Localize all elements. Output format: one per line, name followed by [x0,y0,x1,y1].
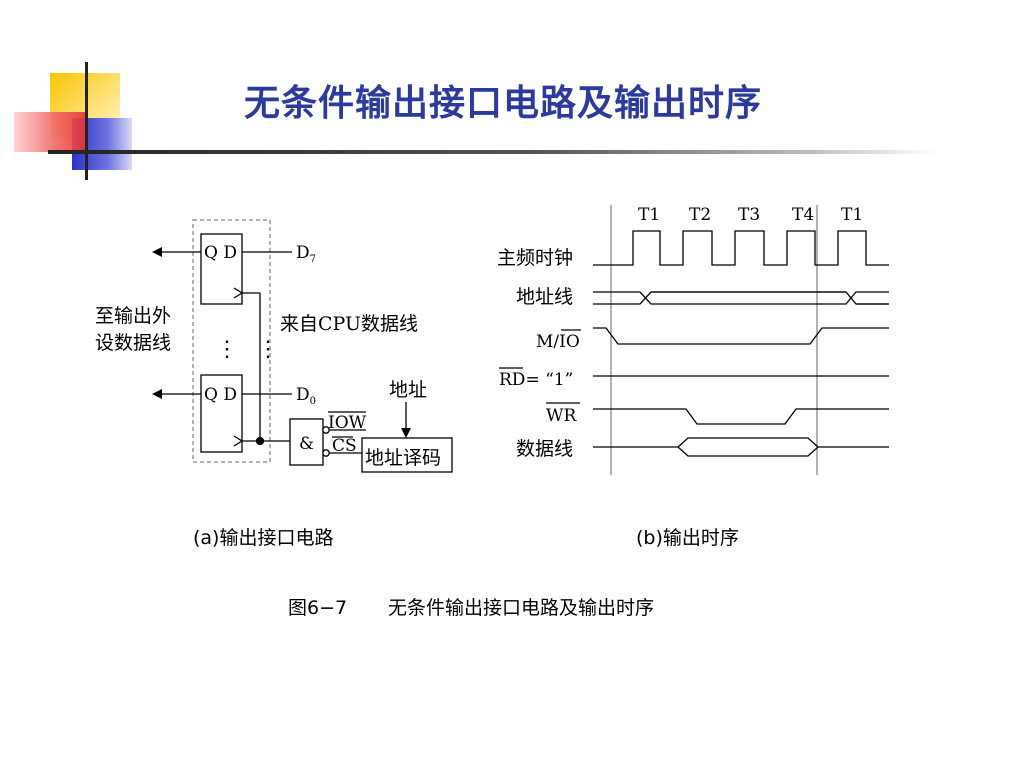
caption-a: (a)输出接口电路 [193,527,334,549]
cpu-data-label: 来自CPU数据线 [280,313,418,335]
latch-enclosure [192,219,271,463]
clock-label-2: T2 [689,205,711,225]
mio-waveform [593,327,889,345]
signal-mio-label: M/IO [536,332,580,352]
decoder-label: 地址译码 [365,447,441,469]
timing-b [499,205,889,475]
d0-label: D0 [296,385,316,407]
deco-red-block [14,112,86,152]
signal-wr-label: WR [546,406,577,426]
signal-rd-label: RD= “1” [499,370,573,390]
clock-label-5: T1 [841,205,863,225]
title-underline [48,150,938,154]
circuit-a [152,219,453,473]
slide-title: 无条件输出接口电路及输出时序 [244,83,763,124]
wr-waveform [593,408,889,425]
address-label: 地址 [389,379,427,401]
flip-flop-bottom [200,374,243,453]
data-waveform-top [593,437,889,448]
peripheral-label-line2: 设数据线 [95,332,171,354]
vdots-outer: ⋮ [257,337,279,362]
cs-label: CS [332,436,357,456]
iow-label: IOW [328,413,367,433]
peripheral-label-line1: 至输出外 [95,305,171,327]
signal-data-label: 数据线 [516,438,573,460]
d7-label: D7 [296,243,316,265]
ff-bottom-label: Q D [204,385,237,405]
flip-flop-top [200,233,243,305]
data-waveform-bottom [677,446,819,457]
clock-label-4: T4 [792,205,814,225]
address-decoder [361,437,453,473]
signal-clock-label: 主频时钟 [497,247,573,269]
gate-label: & [299,434,314,454]
address-waveform-bottom [593,291,889,305]
deco-vertical-line [85,62,88,180]
caption-b: (b)输出时序 [636,527,739,549]
ff-top-label: Q D [204,243,237,263]
clock-label-1: T1 [638,205,660,225]
clock-waveform [593,230,889,266]
figure-number: 图6−7 [288,597,348,619]
figure-title: 无条件输出接口电路及输出时序 [388,597,655,619]
clock-label-3: T3 [738,205,760,225]
vdots-inner: ⋮ [216,337,238,362]
and-gate [289,418,324,466]
signal-address-label: 地址线 [516,286,573,308]
address-waveform-top [593,291,889,305]
